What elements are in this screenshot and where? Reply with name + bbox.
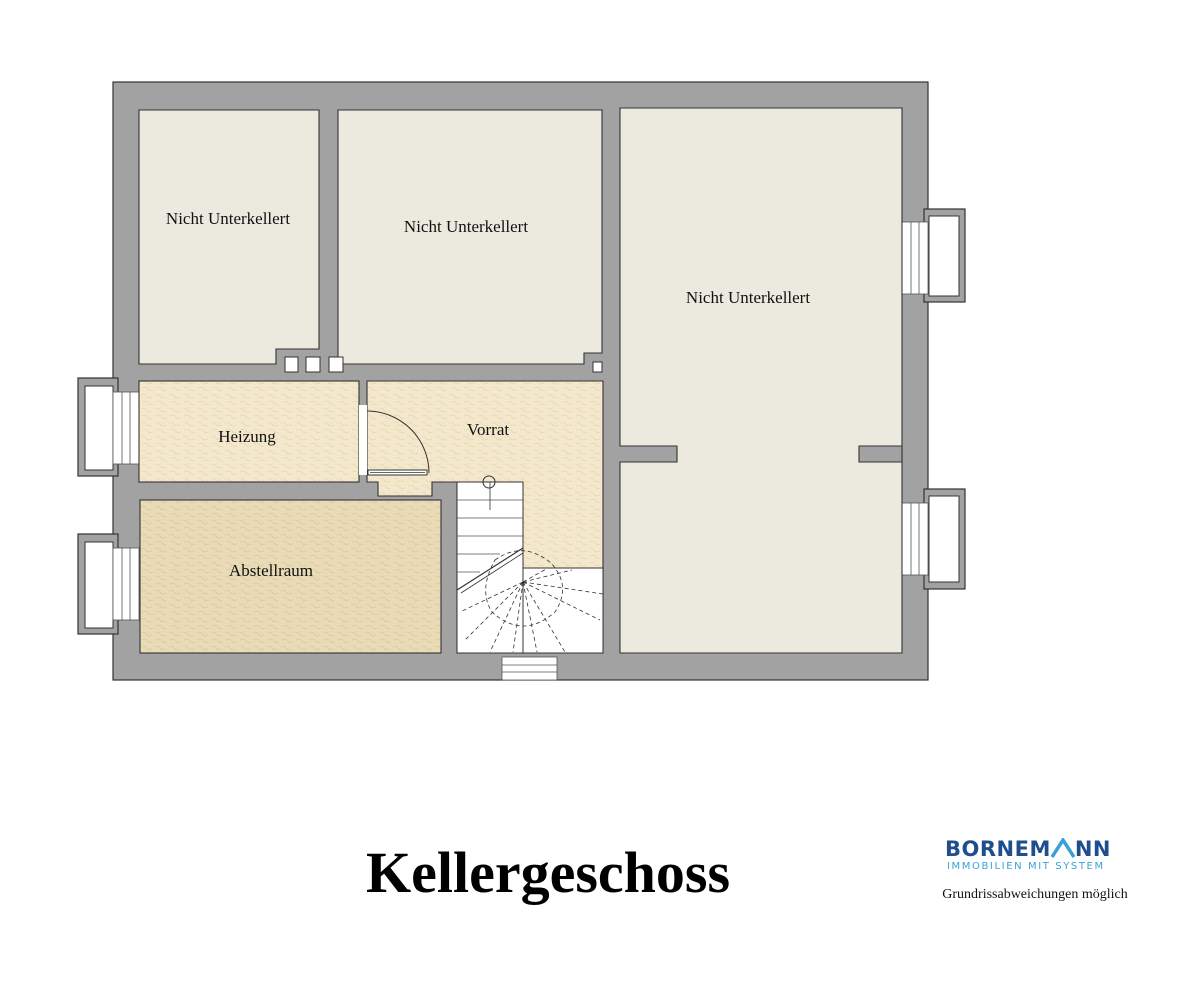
- windows: [112, 221, 929, 681]
- disclaimer-text: Grundrissabweichungen möglich: [942, 887, 1128, 902]
- label-heizung: Heizung: [218, 427, 276, 446]
- logo-tagline: IMMOBILIEN MIT SYSTEM: [947, 861, 1105, 872]
- shafts: [284, 356, 603, 373]
- company-logo: BORNEM NN IMMOBILIEN MIT SYSTEM: [945, 836, 1135, 880]
- label-abstellraum: Abstellraum: [229, 561, 313, 580]
- logo-wordmark: BORNEM NN: [945, 836, 1111, 862]
- label-nu-right: Nicht Unterkellert: [686, 288, 810, 307]
- room-nu-middle: [337, 109, 603, 365]
- room-nu-right: [619, 107, 903, 654]
- room-nu-right-notch: [858, 445, 903, 463]
- staircase: [456, 475, 604, 654]
- floor-title: Kellergeschoss: [366, 840, 731, 905]
- room-abstellraum: [139, 499, 442, 654]
- logo-word-prefix: BORNEM: [945, 837, 1051, 861]
- label-nu-left: Nicht Unterkellert: [166, 209, 290, 228]
- room-nu-left: [138, 109, 320, 365]
- logo-word-suffix: NN: [1074, 837, 1112, 861]
- logo-roof-icon: [1050, 836, 1076, 858]
- label-nu-middle: Nicht Unterkellert: [404, 217, 528, 236]
- door-heizung-vorrat: [359, 405, 430, 476]
- room-labels: Nicht Unterkellert Nicht Unterkellert Ni…: [166, 209, 810, 580]
- label-vorrat: Vorrat: [467, 420, 509, 439]
